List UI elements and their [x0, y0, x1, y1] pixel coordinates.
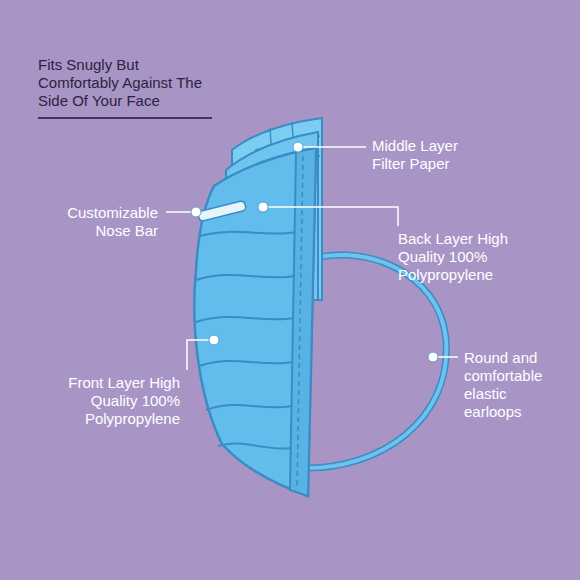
front-layer [194, 148, 316, 496]
nose-bar [198, 200, 247, 221]
layer-label: Front Layer High Quality 100% Polypropyl… [20, 374, 180, 428]
title-underline [38, 117, 212, 119]
layer-label: Middle Layer Filter Paper [372, 137, 484, 173]
stitching [297, 156, 303, 488]
heading: Fits Snugly But Comfortably Against The … [38, 56, 210, 110]
part-label: Customizable Nose Bar [30, 204, 158, 240]
part-label: Round and comfortable elastic earloops [464, 349, 562, 421]
side-seam [290, 148, 316, 496]
layer-label: Back Layer High Quality 100% Polypropyle… [398, 230, 548, 284]
pleats [196, 232, 296, 449]
